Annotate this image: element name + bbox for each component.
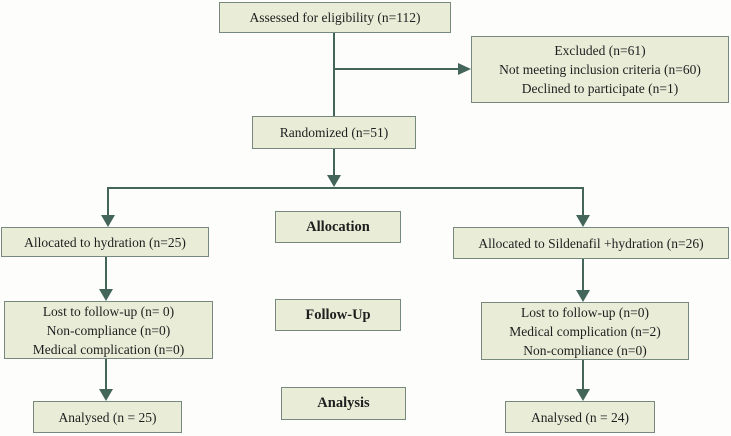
allocated-hydration-box: Allocated to hydration (n=25) xyxy=(1,227,209,257)
arrowhead-alloc-right xyxy=(576,215,590,227)
arrowhead-randomized-down xyxy=(327,175,341,187)
arrowhead-followup-right xyxy=(576,290,590,302)
analysed-left-text: Analysed (n = 25) xyxy=(58,409,157,425)
analysis-stage-text: Analysis xyxy=(317,395,370,411)
excluded-box: Excluded (n=61) Not meeting inclusion cr… xyxy=(471,36,729,103)
randomized-text: Randomized (n=51) xyxy=(279,125,389,140)
assessed-eligibility-box: Assessed for eligibility (n=112) xyxy=(219,2,451,33)
analysed-left-box: Analysed (n = 25) xyxy=(33,401,182,433)
analysed-right-text: Analysed (n = 24) xyxy=(531,409,629,425)
excluded-criteria-text: Not meeting inclusion criteria (n=60) xyxy=(499,62,701,77)
followup-right-medical-text: Medical complication (n=2) xyxy=(509,323,661,339)
followup-stage-label: Follow-Up xyxy=(275,299,401,331)
followup-right-box: Lost to follow-up (n=0) Medical complica… xyxy=(481,302,689,360)
assessed-eligibility-text: Assessed for eligibility (n=112) xyxy=(249,10,421,25)
followup-stage-text: Follow-Up xyxy=(305,306,371,323)
analysed-right-box: Analysed (n = 24) xyxy=(505,401,655,433)
excluded-total-text: Excluded (n=61) xyxy=(554,43,646,58)
arrowhead-excluded xyxy=(458,63,471,75)
arrowhead-alloc-left xyxy=(101,215,115,227)
followup-right-noncompliance-text: Non-compliance (n=0) xyxy=(523,342,647,358)
followup-left-lost-text: Lost to follow-up (n= 0) xyxy=(42,303,175,319)
followup-left-noncompliance-text: Non-compliance (n=0) xyxy=(46,322,171,338)
randomized-box: Randomized (n=51) xyxy=(252,116,416,149)
followup-right-lost-text: Lost to follow-up (n=0) xyxy=(521,304,649,320)
followup-left-medical-text: Medical complication (n=0) xyxy=(32,341,185,357)
analysis-stage-label: Analysis xyxy=(281,387,406,420)
allocation-stage-label: Allocation xyxy=(275,211,401,243)
allocated-sildenafil-text: Allocated to Sildenafil +hydration (n=26… xyxy=(478,235,704,251)
allocated-hydration-text: Allocated to hydration (n=25) xyxy=(24,234,186,250)
allocated-sildenafil-box: Allocated to Sildenafil +hydration (n=26… xyxy=(453,227,729,259)
arrowhead-analysed-left xyxy=(99,389,113,401)
followup-left-box: Lost to follow-up (n= 0) Non-compliance … xyxy=(4,301,213,359)
allocation-stage-text: Allocation xyxy=(306,218,370,235)
arrowhead-analysed-right xyxy=(576,389,590,401)
arrowhead-followup-left xyxy=(99,289,113,301)
excluded-declined-text: Declined to participate (n=1) xyxy=(521,81,679,96)
